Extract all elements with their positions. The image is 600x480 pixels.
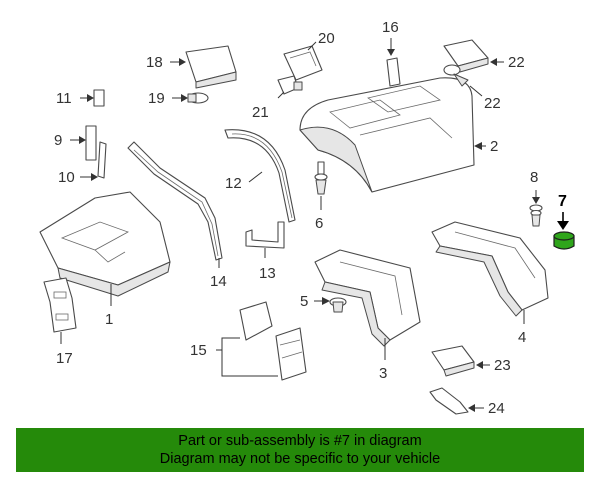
part-18-drawing bbox=[185, 45, 237, 89]
part-3-drawing bbox=[314, 249, 421, 347]
callout-22-right: 22 bbox=[484, 95, 501, 112]
part-23-drawing bbox=[431, 345, 475, 377]
part-14-drawing bbox=[127, 141, 223, 261]
part-11-drawing bbox=[93, 89, 105, 107]
callout-15: 15 bbox=[190, 342, 207, 359]
callout-20: 20 bbox=[318, 30, 335, 47]
callout-6: 6 bbox=[315, 215, 323, 232]
callout-12: 12 bbox=[225, 175, 242, 192]
callout-14: 14 bbox=[210, 273, 227, 290]
banner-line-1: Part or sub-assembly is #7 in diagram bbox=[178, 433, 422, 449]
part-17-drawing bbox=[43, 277, 77, 333]
callout-9: 9 bbox=[54, 132, 62, 149]
part-20-drawing bbox=[283, 45, 323, 81]
callout-23: 23 bbox=[494, 357, 511, 374]
part-21-drawing bbox=[443, 39, 489, 73]
part-13-drawing bbox=[245, 221, 285, 249]
part-10-drawing bbox=[97, 141, 107, 179]
callout-3: 3 bbox=[379, 365, 387, 382]
callout-11: 11 bbox=[56, 90, 72, 107]
part-19-drawing bbox=[187, 92, 209, 104]
part-15-drawing bbox=[239, 301, 307, 381]
callout-4: 4 bbox=[518, 329, 526, 346]
callout-21: 22 bbox=[508, 54, 525, 71]
banner-line-2: Diagram may not be specific to your vehi… bbox=[159, 451, 441, 467]
callout-17: 17 bbox=[56, 350, 73, 367]
callout-22-left: 21 bbox=[252, 104, 269, 121]
callout-18: 18 bbox=[146, 54, 163, 71]
callout-5: 5 bbox=[300, 293, 308, 310]
callout-2: 2 bbox=[490, 138, 498, 155]
callout-13: 13 bbox=[259, 265, 276, 282]
part-info-banner: Part or sub-assembly is #7 in diagram Di… bbox=[16, 428, 584, 472]
part-22-right-drawing bbox=[443, 64, 469, 87]
part-7-highlighted-plug[interactable] bbox=[553, 231, 575, 250]
part-5-drawing bbox=[329, 297, 347, 313]
callout-10: 10 bbox=[58, 169, 75, 186]
part-22-left-drawing bbox=[277, 75, 303, 95]
callout-24: 24 bbox=[488, 400, 505, 417]
callout-19: 19 bbox=[148, 90, 165, 107]
part-4-drawing bbox=[431, 221, 549, 317]
callout-8: 8 bbox=[530, 169, 538, 186]
part-9-drawing bbox=[85, 125, 97, 161]
part-2-drawing bbox=[299, 77, 475, 193]
callout-7: 7 bbox=[558, 193, 567, 210]
callout-1: 1 bbox=[105, 311, 113, 328]
part-1-drawing bbox=[39, 191, 171, 297]
part-16-drawing bbox=[386, 57, 401, 87]
part-24-drawing bbox=[429, 387, 469, 415]
callout-16: 16 bbox=[382, 19, 399, 36]
part-6-drawing bbox=[314, 161, 328, 195]
part-8-drawing bbox=[529, 204, 543, 227]
part-12-drawing bbox=[224, 129, 296, 223]
